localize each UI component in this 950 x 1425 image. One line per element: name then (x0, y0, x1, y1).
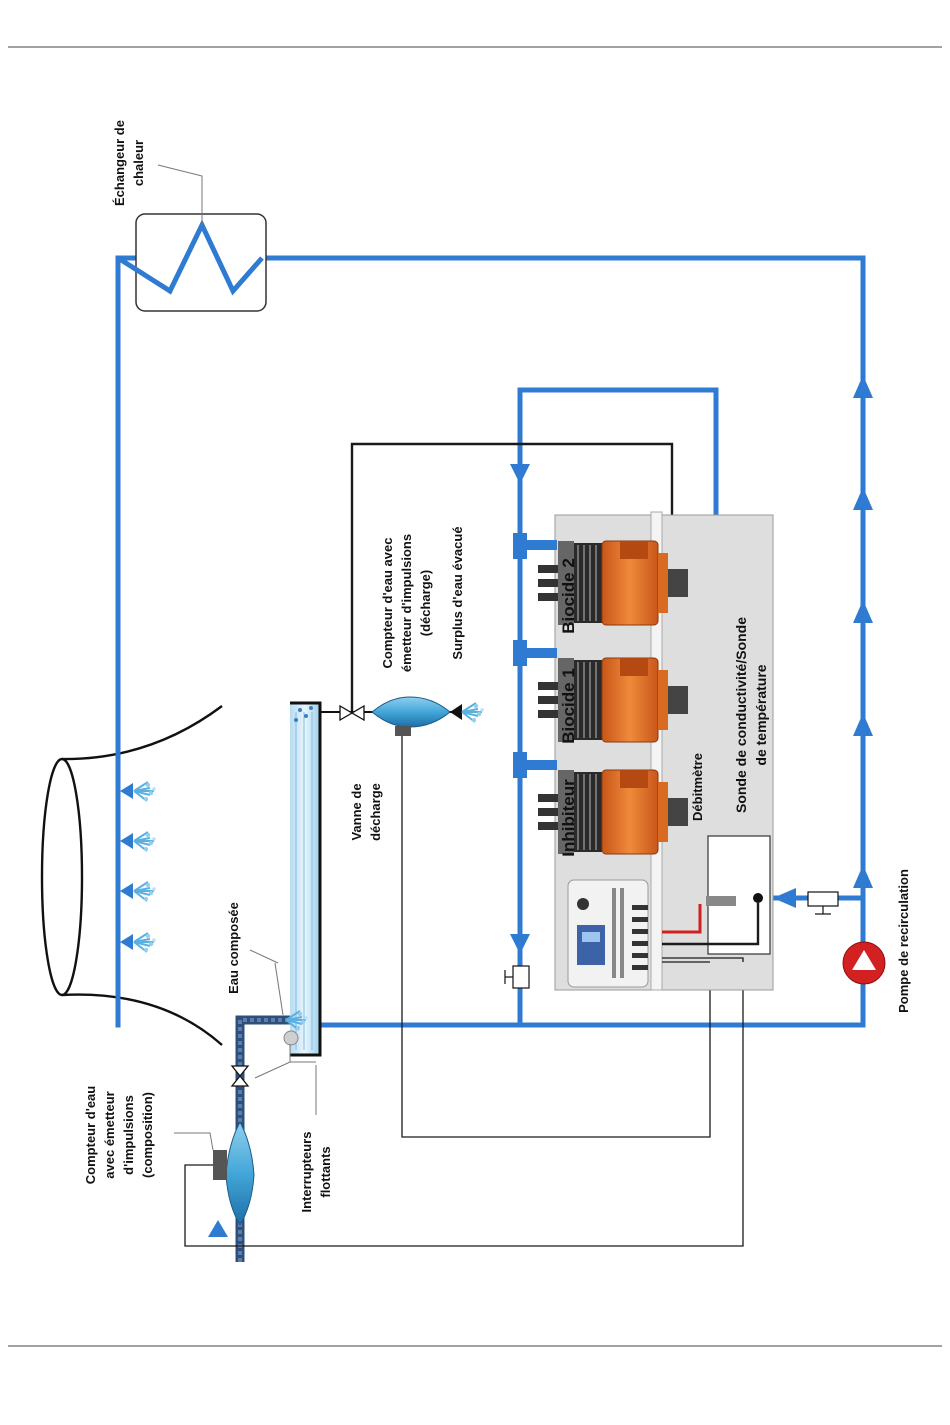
valve-box-icon (504, 965, 530, 989)
discharge-valve-label: Vanne de décharge (349, 783, 383, 841)
makeup-water-line (174, 949, 744, 1262)
conductivity-probe-label: Sonde de conductivité/Sonde de températu… (733, 617, 769, 813)
svg-text:Sonde de conductivité/Sonde: Sonde de conductivité/Sonde (733, 617, 749, 813)
circle-triangle-pump-icon (842, 941, 886, 985)
svg-text:Interrupteurs: Interrupteurs (299, 1132, 314, 1213)
svg-text:d'impulsions: d'impulsions (121, 1095, 136, 1175)
flowmeter-label: Débitmètre (690, 753, 705, 821)
injection-points (513, 533, 557, 778)
svg-text:chaleur: chaleur (131, 140, 146, 186)
float-switches-label: Interrupteurs flottants (299, 1132, 333, 1213)
svg-text:avec émetteur: avec émetteur (102, 1091, 117, 1178)
recirc-pump-label: Pompe de recirculation (896, 869, 911, 1013)
inhibitor-label: Inhibiteur (559, 779, 578, 857)
discharge-meter (371, 696, 462, 736)
svg-text:Compteur d'eau: Compteur d'eau (83, 1086, 98, 1184)
biocide1-label: Biocide 1 (559, 668, 578, 744)
svg-text:Échangeur de: Échangeur de (112, 120, 127, 206)
basin-tank (290, 701, 322, 1057)
svg-text:décharge: décharge (368, 783, 383, 841)
panel-wiring (662, 903, 760, 963)
makeup-water-label: Eau composée (226, 902, 241, 994)
conductivity-probe-box (706, 835, 771, 955)
svg-text:(composition): (composition) (140, 1092, 155, 1178)
biocide2-label: Biocide 2 (559, 558, 578, 634)
panel-rail (650, 511, 663, 991)
svg-text:Compteur d'eau avec: Compteur d'eau avec (380, 538, 395, 669)
svg-text:flottants: flottants (318, 1146, 333, 1197)
svg-text:(décharge): (décharge) (418, 570, 433, 636)
cooling-tower (40, 705, 223, 1046)
controller-unit (567, 879, 649, 988)
heat-exchanger-label: Échangeur de chaleur (112, 120, 146, 206)
bowtie-valve-icon (339, 704, 365, 722)
svg-text:Vanne de: Vanne de (349, 783, 364, 840)
level-triangle-icon (208, 1220, 228, 1237)
discharge-meter-label: Compteur d'eau avec émetteur d'impulsion… (380, 534, 433, 672)
svg-text:de température: de température (753, 664, 769, 765)
flowmeter-icon (807, 891, 839, 915)
overflow-label: Surplus d'eau évacué (450, 526, 465, 659)
overflow-spray-icon (461, 702, 485, 723)
heat-exchanger (116, 164, 267, 312)
makeup-valve-icon (230, 1065, 250, 1087)
svg-text:émetteur d'impulsions: émetteur d'impulsions (399, 534, 414, 672)
makeup-meter-label: Compteur d'eau avec émetteur d'impulsion… (83, 1086, 155, 1184)
water-spray-icon (133, 781, 157, 953)
